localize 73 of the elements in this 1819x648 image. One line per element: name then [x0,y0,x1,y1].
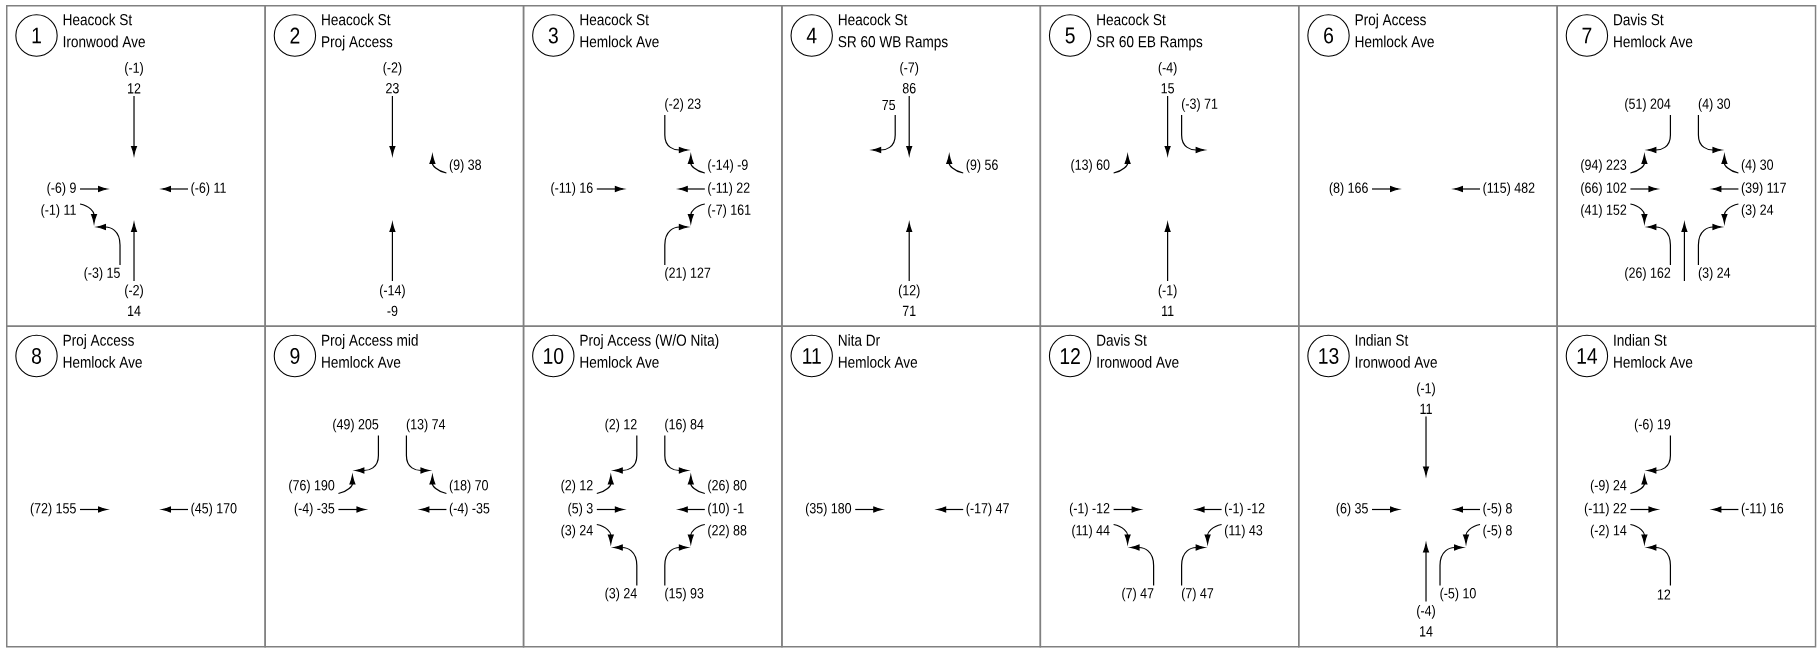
volume-label: (9) 38 [449,159,482,173]
volume-label: (22) 88 [708,524,747,539]
volume-label: (9) 56 [966,159,998,173]
volume-label: (-1) 11 [1417,382,1435,414]
volume-label: (7) 47 [1182,587,1214,602]
volume-label: (-11) 16 [551,182,593,196]
volume-label: (-5) 8 [1483,524,1512,539]
volume-label: (15) 93 [665,587,704,602]
volume-label: (-17) 47 [966,502,1009,517]
volume-label: (72) 155 [30,502,76,517]
volume-label: (-1) -12 [1225,502,1265,517]
volume-label: (-11) 22 [708,182,750,196]
volume-label: (-4) -35 [294,502,335,517]
volume-label: (4) 30 [1741,159,1774,173]
volume-label: (-2) 14 [125,284,143,316]
volume-label: (-6) 11 [191,182,226,196]
volume-label: (21) 127 [665,267,711,281]
volume-label: (49) 205 [333,418,379,433]
volume-label: (-2) 23 [665,98,701,112]
volume-label: (3) 24 [561,524,593,539]
volume-label: (-11) 22 [1584,502,1627,517]
volume-label: (-5) 8 [1483,502,1512,517]
volume-label: (94) 223 [1581,159,1627,173]
volume-label: (3) 24 [1698,267,1731,281]
volume-label: (-5) 10 [1440,587,1476,602]
volume-label: (-3) 71 [1182,98,1218,112]
volume-label: (-6) 19 [1634,418,1671,433]
volume-label: (-7) 161 [708,204,751,218]
volume-label: (5) 3 [568,502,593,517]
volume-label: (6) 35 [1336,502,1368,517]
volume-label: (2) 12 [561,479,593,494]
volume-label: (13) 60 [1071,159,1110,173]
volume-label: (16) 84 [665,418,704,433]
volume-label: (3) 24 [1741,204,1774,218]
volume-label: (39) 117 [1741,182,1786,196]
volume-label: (7) 47 [1122,587,1154,602]
volume-label: (-1) 11 [1158,284,1177,316]
volume-label: (26) 80 [708,479,747,494]
volume-label: (12) 71 [898,284,920,316]
volume-label: (-6) 9 [47,182,76,196]
volume-label: (2) 12 [605,418,637,433]
volume-label: (66) 102 [1581,182,1627,196]
volume-label: (35) 180 [805,502,852,517]
volume-label: (10) -1 [708,502,744,517]
volume-label: (-14) -9 [708,159,748,173]
volume-label: (-1) 11 [41,204,76,218]
volume-label: 12 [1657,589,1671,600]
volume-label: (-4) -35 [449,502,490,517]
volume-label: (11) 44 [1072,524,1110,539]
volume-label: 75 [882,99,896,111]
volume-label: (-9) 24 [1590,479,1627,494]
volume-label: (-2) 14 [1590,524,1627,539]
volume-label: (11) 43 [1225,524,1263,539]
volume-label: (18) 70 [449,479,488,494]
volume-label: (-1) 12 [125,62,143,94]
volume-label: (-4) 14 [1417,605,1435,637]
volume-label: (4) 30 [1698,98,1731,112]
volume-label: (-14) -9 [380,284,405,317]
volume-label: (-7) 86 [900,61,919,94]
volume-label: (-3) 15 [84,267,120,281]
volume-label: (13) 74 [406,418,446,433]
volume-label: (51) 204 [1625,98,1671,112]
volume-label: (3) 24 [605,587,637,602]
volume-label: (-4) 15 [1158,61,1177,94]
volume-label: (-2) 23 [383,61,402,94]
volume-label: (-1) -12 [1069,502,1110,517]
volume-label: (26) 162 [1625,267,1671,281]
volume-label: (-11) 16 [1741,502,1784,517]
volume-label: (45) 170 [191,502,237,517]
volume-label: (76) 190 [289,479,335,494]
volume-label: (115) 482 [1483,182,1535,196]
volume-label: (41) 152 [1581,204,1627,218]
volume-label: (8) 166 [1329,182,1368,196]
